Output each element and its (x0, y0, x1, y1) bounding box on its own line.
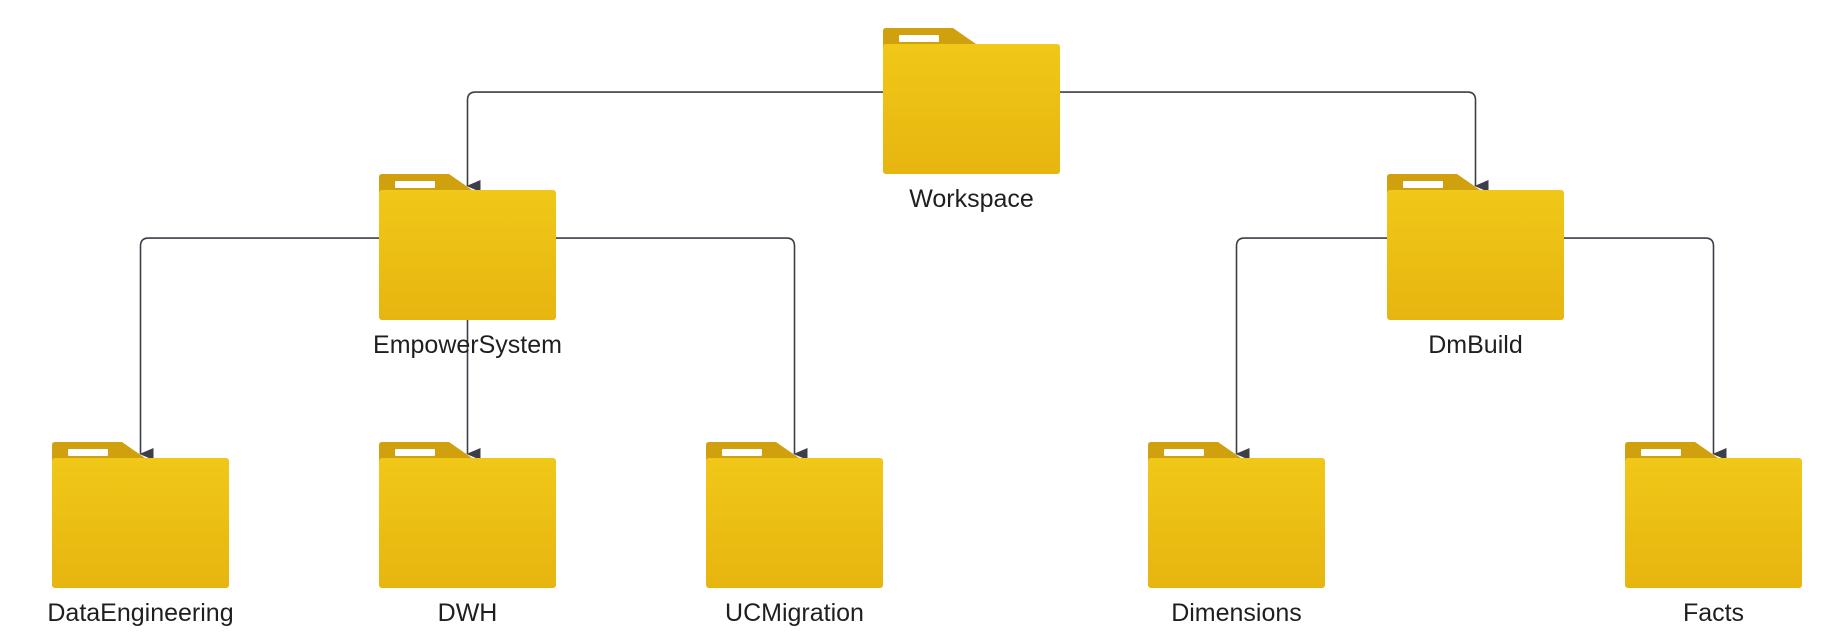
folder-body (52, 458, 229, 588)
folder-body (883, 44, 1060, 174)
connector-empowersystem-to-dataengineering (139, 237, 379, 460)
folder-tab-slot (722, 449, 762, 456)
folder-label: Dimensions (1171, 599, 1302, 627)
folder-tab-slot (899, 35, 939, 42)
folder-body (1148, 458, 1325, 588)
folder-icon (379, 442, 556, 588)
folder-tab-slot (68, 449, 108, 456)
folder-tab-slot (1641, 449, 1681, 456)
folder-icon (1387, 174, 1564, 320)
folder-icon (52, 442, 229, 588)
folder-icon (379, 174, 556, 320)
folder-label: EmpowerSystem (373, 331, 562, 359)
folder-icon (1148, 442, 1325, 588)
folder-label: Workspace (909, 185, 1034, 213)
folder-node-dmbuild[interactable]: DmBuild (1387, 174, 1564, 359)
folder-body (706, 458, 883, 588)
folder-node-dataengineering[interactable]: DataEngineering (47, 442, 234, 627)
connector-empowersystem-to-ucmigration (556, 237, 808, 460)
folder-node-dwh[interactable]: DWH (379, 442, 556, 627)
folder-icon (1625, 442, 1802, 588)
folder-label: DWH (438, 599, 498, 627)
connector-dmbuild-to-dimensions (1235, 237, 1387, 460)
folder-node-facts[interactable]: Facts (1625, 442, 1802, 627)
folder-label: Facts (1683, 599, 1744, 627)
folder-tab-slot (1164, 449, 1204, 456)
folder-tab-slot (395, 181, 435, 188)
folder-body (379, 458, 556, 588)
folder-node-workspace[interactable]: Workspace (883, 28, 1060, 213)
connector-dmbuild-to-facts (1564, 237, 1727, 460)
folder-label: UCMigration (725, 599, 864, 627)
folder-label: DataEngineering (47, 599, 233, 627)
folder-body (379, 190, 556, 320)
folder-node-empowersystem[interactable]: EmpowerSystem (373, 174, 562, 359)
folder-node-dimensions[interactable]: Dimensions (1148, 442, 1325, 627)
connector-workspace-to-dmbuild (1060, 91, 1489, 192)
folder-tab-slot (1403, 181, 1443, 188)
folder-body (1625, 458, 1802, 588)
folder-label: DmBuild (1428, 331, 1522, 359)
folder-icon (706, 442, 883, 588)
connectors (139, 91, 1727, 460)
folder-body (1387, 190, 1564, 320)
folder-node-ucmigration[interactable]: UCMigration (706, 442, 883, 627)
connector-workspace-to-empowersystem (466, 91, 883, 192)
folder-icon (883, 28, 1060, 174)
folder-tab-slot (395, 449, 435, 456)
